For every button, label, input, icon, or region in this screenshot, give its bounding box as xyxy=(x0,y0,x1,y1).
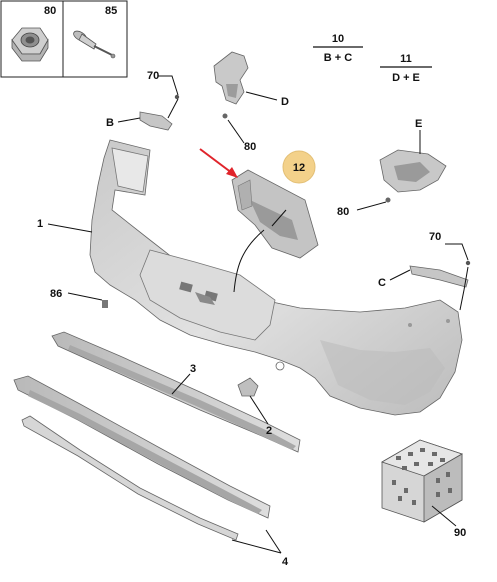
mounting-bracket-e-part xyxy=(379,149,447,203)
diffuser-strip-4-part xyxy=(13,375,271,519)
callout-e[interactable]: E xyxy=(415,118,422,130)
callout-70-top[interactable]: 70 xyxy=(147,70,159,82)
callout-3[interactable]: 3 xyxy=(190,363,196,375)
chrome-strip-4-part xyxy=(21,415,239,541)
inset-ref-85: 85 xyxy=(105,5,117,17)
clip-icon xyxy=(174,94,180,100)
mounting-bracket-d-part xyxy=(213,51,249,119)
formula-10: 10 B + C xyxy=(313,33,363,64)
callout-90[interactable]: 90 xyxy=(454,527,466,539)
callout-d[interactable]: D xyxy=(281,96,289,108)
reinforcement-bracket-part xyxy=(231,169,319,259)
callout-12: 12 xyxy=(293,162,305,174)
rivet-pin-icon xyxy=(73,30,116,59)
screw-icon xyxy=(385,197,391,203)
callout-86[interactable]: 86 xyxy=(50,288,62,300)
inset-ref-80: 80 xyxy=(44,5,56,17)
bumper-cover-part xyxy=(89,139,463,416)
callout-80-mid[interactable]: 80 xyxy=(244,141,256,153)
side-guide-c-part xyxy=(409,260,471,288)
hex-nut-icon xyxy=(11,27,49,62)
leader-lines xyxy=(47,75,469,554)
formula-11: 11 D + E xyxy=(380,53,432,84)
highlight-arrow xyxy=(199,148,238,178)
clip-86-part xyxy=(102,300,108,308)
highlight-circle xyxy=(282,150,316,184)
tow-eye-cover-part xyxy=(237,377,259,397)
hardware-kit-90-part xyxy=(381,439,463,523)
formula-11-den: D + E xyxy=(392,72,420,84)
callout-4[interactable]: 4 xyxy=(282,556,289,568)
screw-icon xyxy=(222,113,228,119)
side-guide-b-part xyxy=(139,94,180,131)
fastener-inset: 80 85 xyxy=(0,0,128,78)
callout-80-right[interactable]: 80 xyxy=(337,206,349,218)
formula-10-den: B + C xyxy=(324,52,352,64)
clip-icon xyxy=(465,260,471,266)
callout-2[interactable]: 2 xyxy=(266,425,272,437)
callout-1[interactable]: 1 xyxy=(37,218,43,230)
callout-c[interactable]: C xyxy=(378,277,386,289)
callout-b[interactable]: B xyxy=(106,117,114,129)
lower-trim-strip-3-part xyxy=(51,331,301,453)
formula-11-num: 11 xyxy=(400,53,412,65)
callout-70-right[interactable]: 70 xyxy=(429,231,441,243)
part-12-badge[interactable]: 12 xyxy=(282,150,316,184)
formula-10-num: 10 xyxy=(332,33,344,45)
